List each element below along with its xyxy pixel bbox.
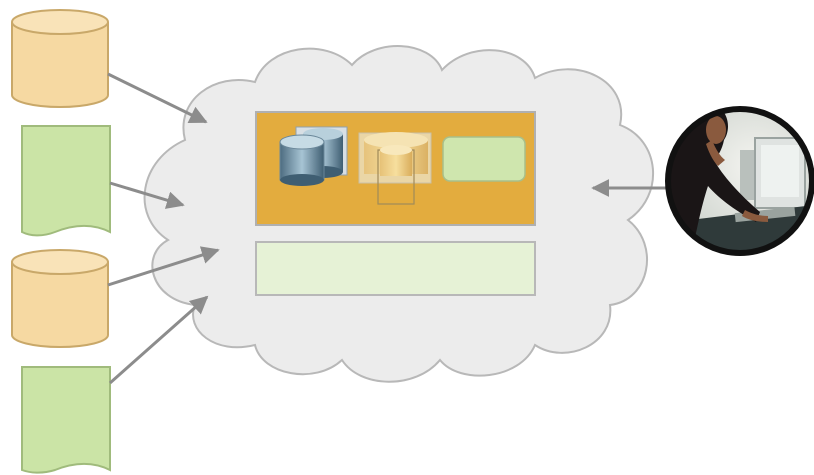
database-icon <box>11 9 109 108</box>
document-icon <box>21 366 111 474</box>
data-layer-panel <box>255 241 536 296</box>
database-icon <box>11 249 109 348</box>
blue-database-stack-icon <box>279 126 348 186</box>
source-arrows <box>107 72 220 385</box>
arrow-source-4 <box>109 295 209 385</box>
user-at-computer-icon <box>665 106 814 256</box>
arrow-source-1 <box>107 72 208 124</box>
green-component-box <box>442 136 526 182</box>
arrow-source-2 <box>109 181 185 209</box>
services-panel <box>255 111 536 226</box>
gold-database-stack-icon <box>358 132 432 205</box>
arrow-source-3 <box>107 246 220 287</box>
document-icon <box>21 125 111 237</box>
